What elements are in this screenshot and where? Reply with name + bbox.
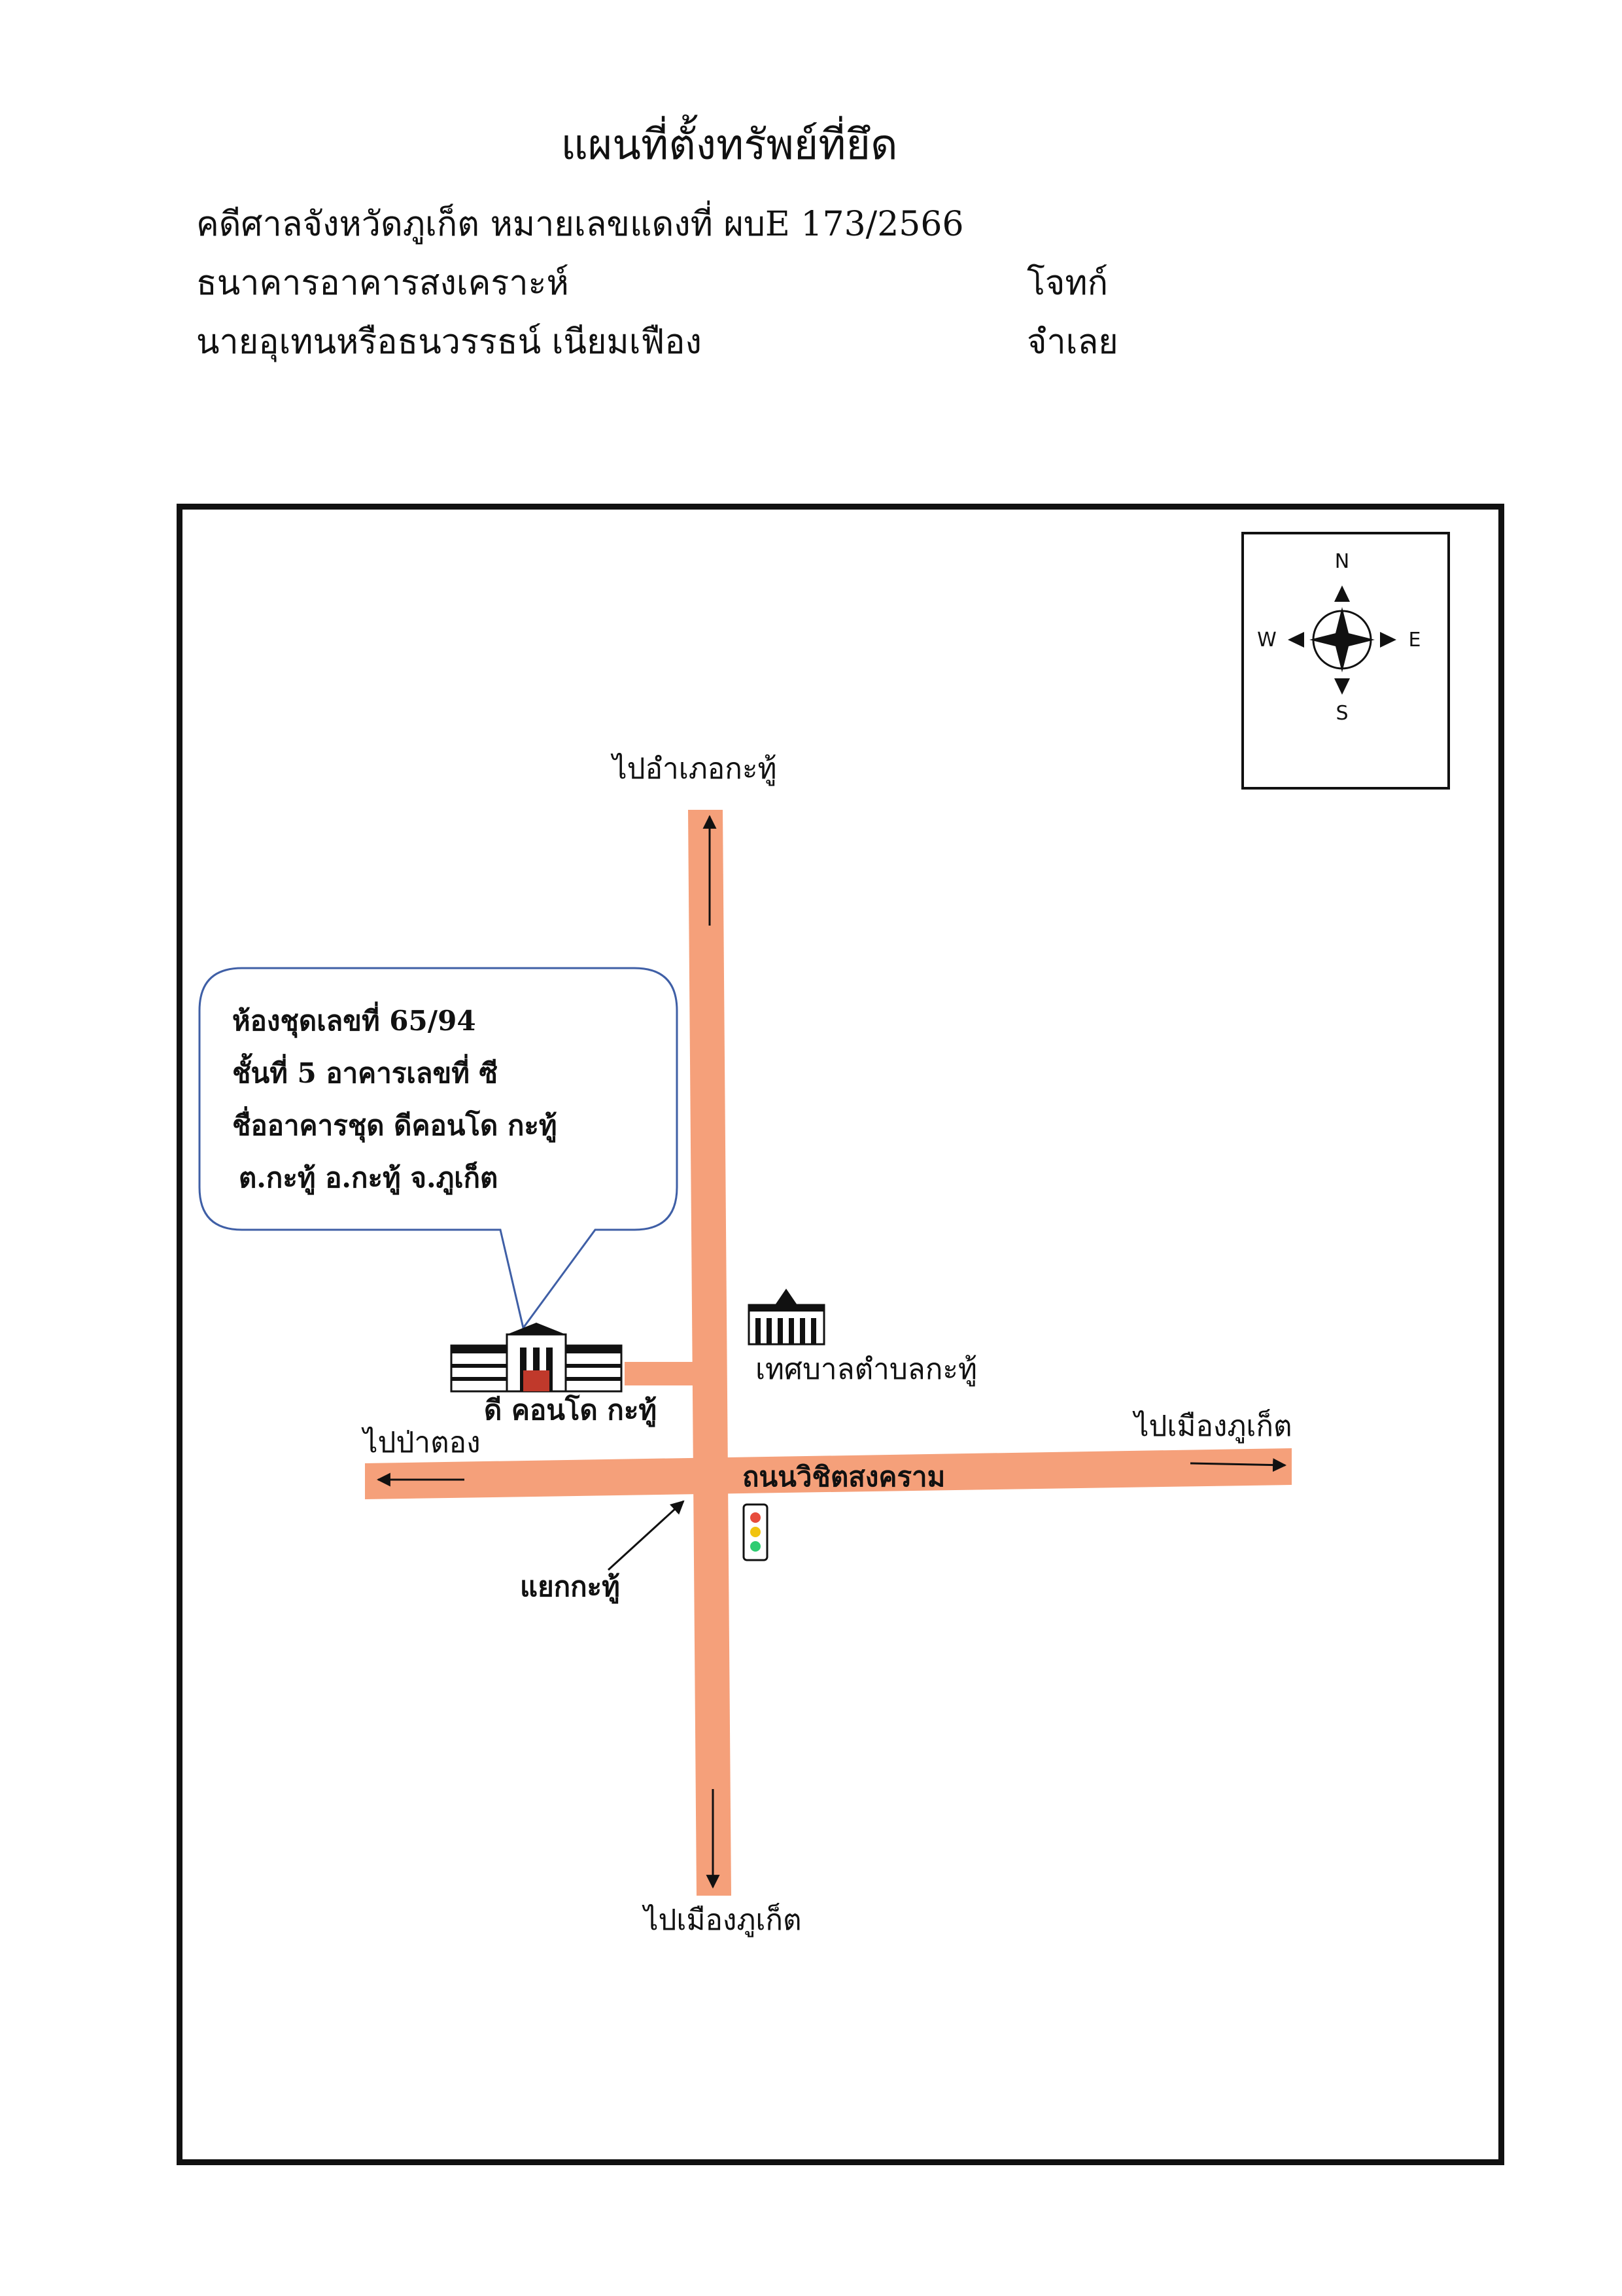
municipality-label: เทศบาลตำบลกะทู้ <box>755 1353 977 1387</box>
map-frame <box>177 504 1504 2165</box>
junction-label: แยกกะทู้ <box>520 1571 620 1604</box>
compass-north: N <box>1335 550 1349 573</box>
road-spur-condo <box>625 1362 697 1385</box>
road-north-south <box>688 810 731 1896</box>
page-title: แผนที่ตั้งทรัพย์ที่ยึด <box>561 121 898 169</box>
defendant-name: นายอุเทนหรือธนวรรธน์ เนียมเฟือง <box>196 322 702 362</box>
defendant-role: จำเลย <box>1027 322 1118 362</box>
compass-box <box>1241 532 1450 790</box>
callout-address: ต.กะทู้ อ.กะทู้ จ.ภูเก็ต <box>239 1161 498 1195</box>
plaintiff-role: โจทก์ <box>1027 264 1109 303</box>
north-arrow-icon <box>1334 585 1350 602</box>
callout-floor-building: ชั้นที่ 5 อาคารเลขที่ ซี <box>232 1052 498 1089</box>
compass-west: W <box>1257 629 1277 652</box>
road-network <box>365 810 1292 1896</box>
condo-label: ดี คอนโด กะทู้ <box>484 1394 657 1427</box>
municipality-building-icon <box>748 1289 825 1346</box>
plaintiff-name: ธนาคารอาคารสงเคราะห์ <box>196 264 569 303</box>
property-callout <box>198 967 678 1331</box>
south-arrow-icon <box>1334 678 1350 695</box>
east-arrow-icon <box>1380 632 1396 648</box>
condo-building-icon <box>450 1323 623 1393</box>
compass-east: E <box>1409 629 1421 652</box>
traffic-light-icon <box>742 1503 768 1561</box>
west-arrow-icon <box>1288 632 1304 648</box>
road-east-west <box>365 1448 1292 1499</box>
label-to-patong: ไปป่าตอง <box>361 1426 480 1459</box>
callout-building-name: ชื่ออาคารชุด ดีคอนโด กะทู้ <box>232 1106 557 1143</box>
compass-star-icon <box>1309 607 1375 672</box>
label-to-phuket-town-south: ไปเมืองภูเก็ต <box>642 1903 801 1938</box>
compass-rose: N S E W <box>1241 532 1450 790</box>
arrow-east <box>1190 1458 1287 1472</box>
junction-pointer-arrow <box>607 1500 685 1571</box>
case-number-line: คดีศาลจังหวัดภูเก็ต หมายเลขแดงที่ ผบE 17… <box>196 205 964 244</box>
label-to-phuket-town-east: ไปเมืองภูเก็ต <box>1132 1409 1292 1444</box>
compass-south: S <box>1336 702 1348 725</box>
callout-unit-number: ห้องชุดเลขที่ 65/94 <box>232 1001 476 1038</box>
label-to-kathu-district: ไปอำเภอกะทู้ <box>611 752 777 786</box>
road-name-label: ถนนวิชิตสงคราม <box>742 1461 945 1493</box>
